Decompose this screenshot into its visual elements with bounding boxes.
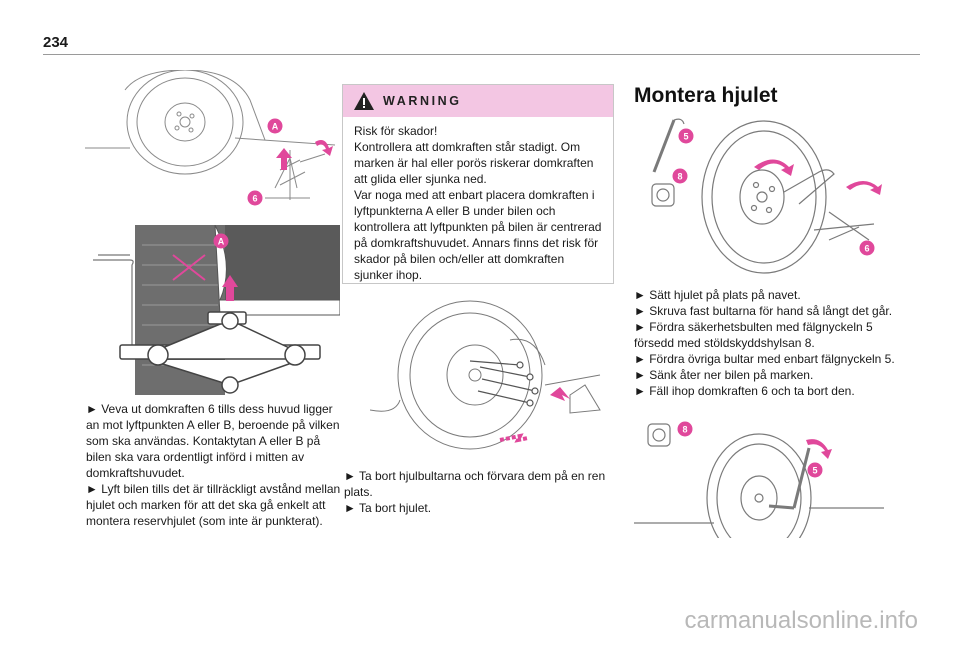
step: ► Sätt hjulet på plats på navet. [634, 288, 801, 302]
page-number: 234 [43, 34, 69, 51]
left-column-text: ► Veva ut domkraften 6 tills dess huvud … [86, 401, 342, 529]
watermark: carmanualsonline.info [684, 607, 918, 634]
section-title: Montera hjulet [634, 84, 778, 107]
paragraph: ► Ta bort hjulbultarna och förvara dem p… [344, 469, 606, 499]
callout-a: A [272, 122, 279, 132]
tighten-bolts-illustration: 8 5 [634, 421, 884, 538]
warning-label: WARNING [383, 94, 462, 108]
warning-line: Var noga med att enbart placera domkraft… [354, 188, 602, 282]
jack-closeup-illustration: A [93, 225, 340, 395]
step: ► Fäll ihop domkraften 6 och ta bort den… [634, 384, 855, 398]
callout-8-bottom: 8 [682, 425, 687, 435]
callout-5-bottom: 5 [812, 466, 817, 476]
callout-5: 5 [683, 132, 688, 142]
callout-6: 6 [252, 194, 257, 204]
warning-line: Kontrollera att domkraften står stadigt.… [354, 140, 594, 186]
remove-bolts-illustration [370, 300, 601, 450]
mount-wheel-illustration: 5 8 6 [651, 118, 882, 274]
paragraph: ► Veva ut domkraften 6 tills dess huvud … [86, 402, 340, 480]
step: ► Skruva fast bultarna för hand så långt… [634, 304, 893, 318]
warning-triangle-icon [354, 92, 374, 110]
step: ► Fördra övriga bultar med enbart fälgny… [634, 352, 895, 366]
warning-line: Risk för skador! [354, 124, 438, 138]
step: ► Sänk åter ner bilen på marken. [634, 368, 814, 382]
callout-8: 8 [677, 172, 682, 182]
warning-header: WARNING [343, 85, 613, 117]
callout-a-closeup: A [218, 237, 225, 247]
jack-position-illustration: A 6 [85, 70, 336, 206]
paragraph: ► Ta bort hjulet. [344, 501, 432, 515]
header-rule [43, 54, 920, 55]
step: ► Fördra säkerhetsbulten med fälgnyckeln… [634, 320, 873, 350]
paragraph: ► Lyft bilen tills det är tillräckligt a… [86, 482, 341, 528]
warning-body: Risk för skador! Kontrollera att domkraf… [343, 117, 613, 283]
callout-6: 6 [864, 244, 869, 254]
middle-column-text: ► Ta bort hjulbultarna och förvara dem p… [344, 468, 616, 516]
mount-steps: ► Sätt hjulet på plats på navet. ► Skruv… [634, 287, 904, 399]
warning-box: WARNING Risk för skador! Kontrollera att… [342, 84, 614, 284]
